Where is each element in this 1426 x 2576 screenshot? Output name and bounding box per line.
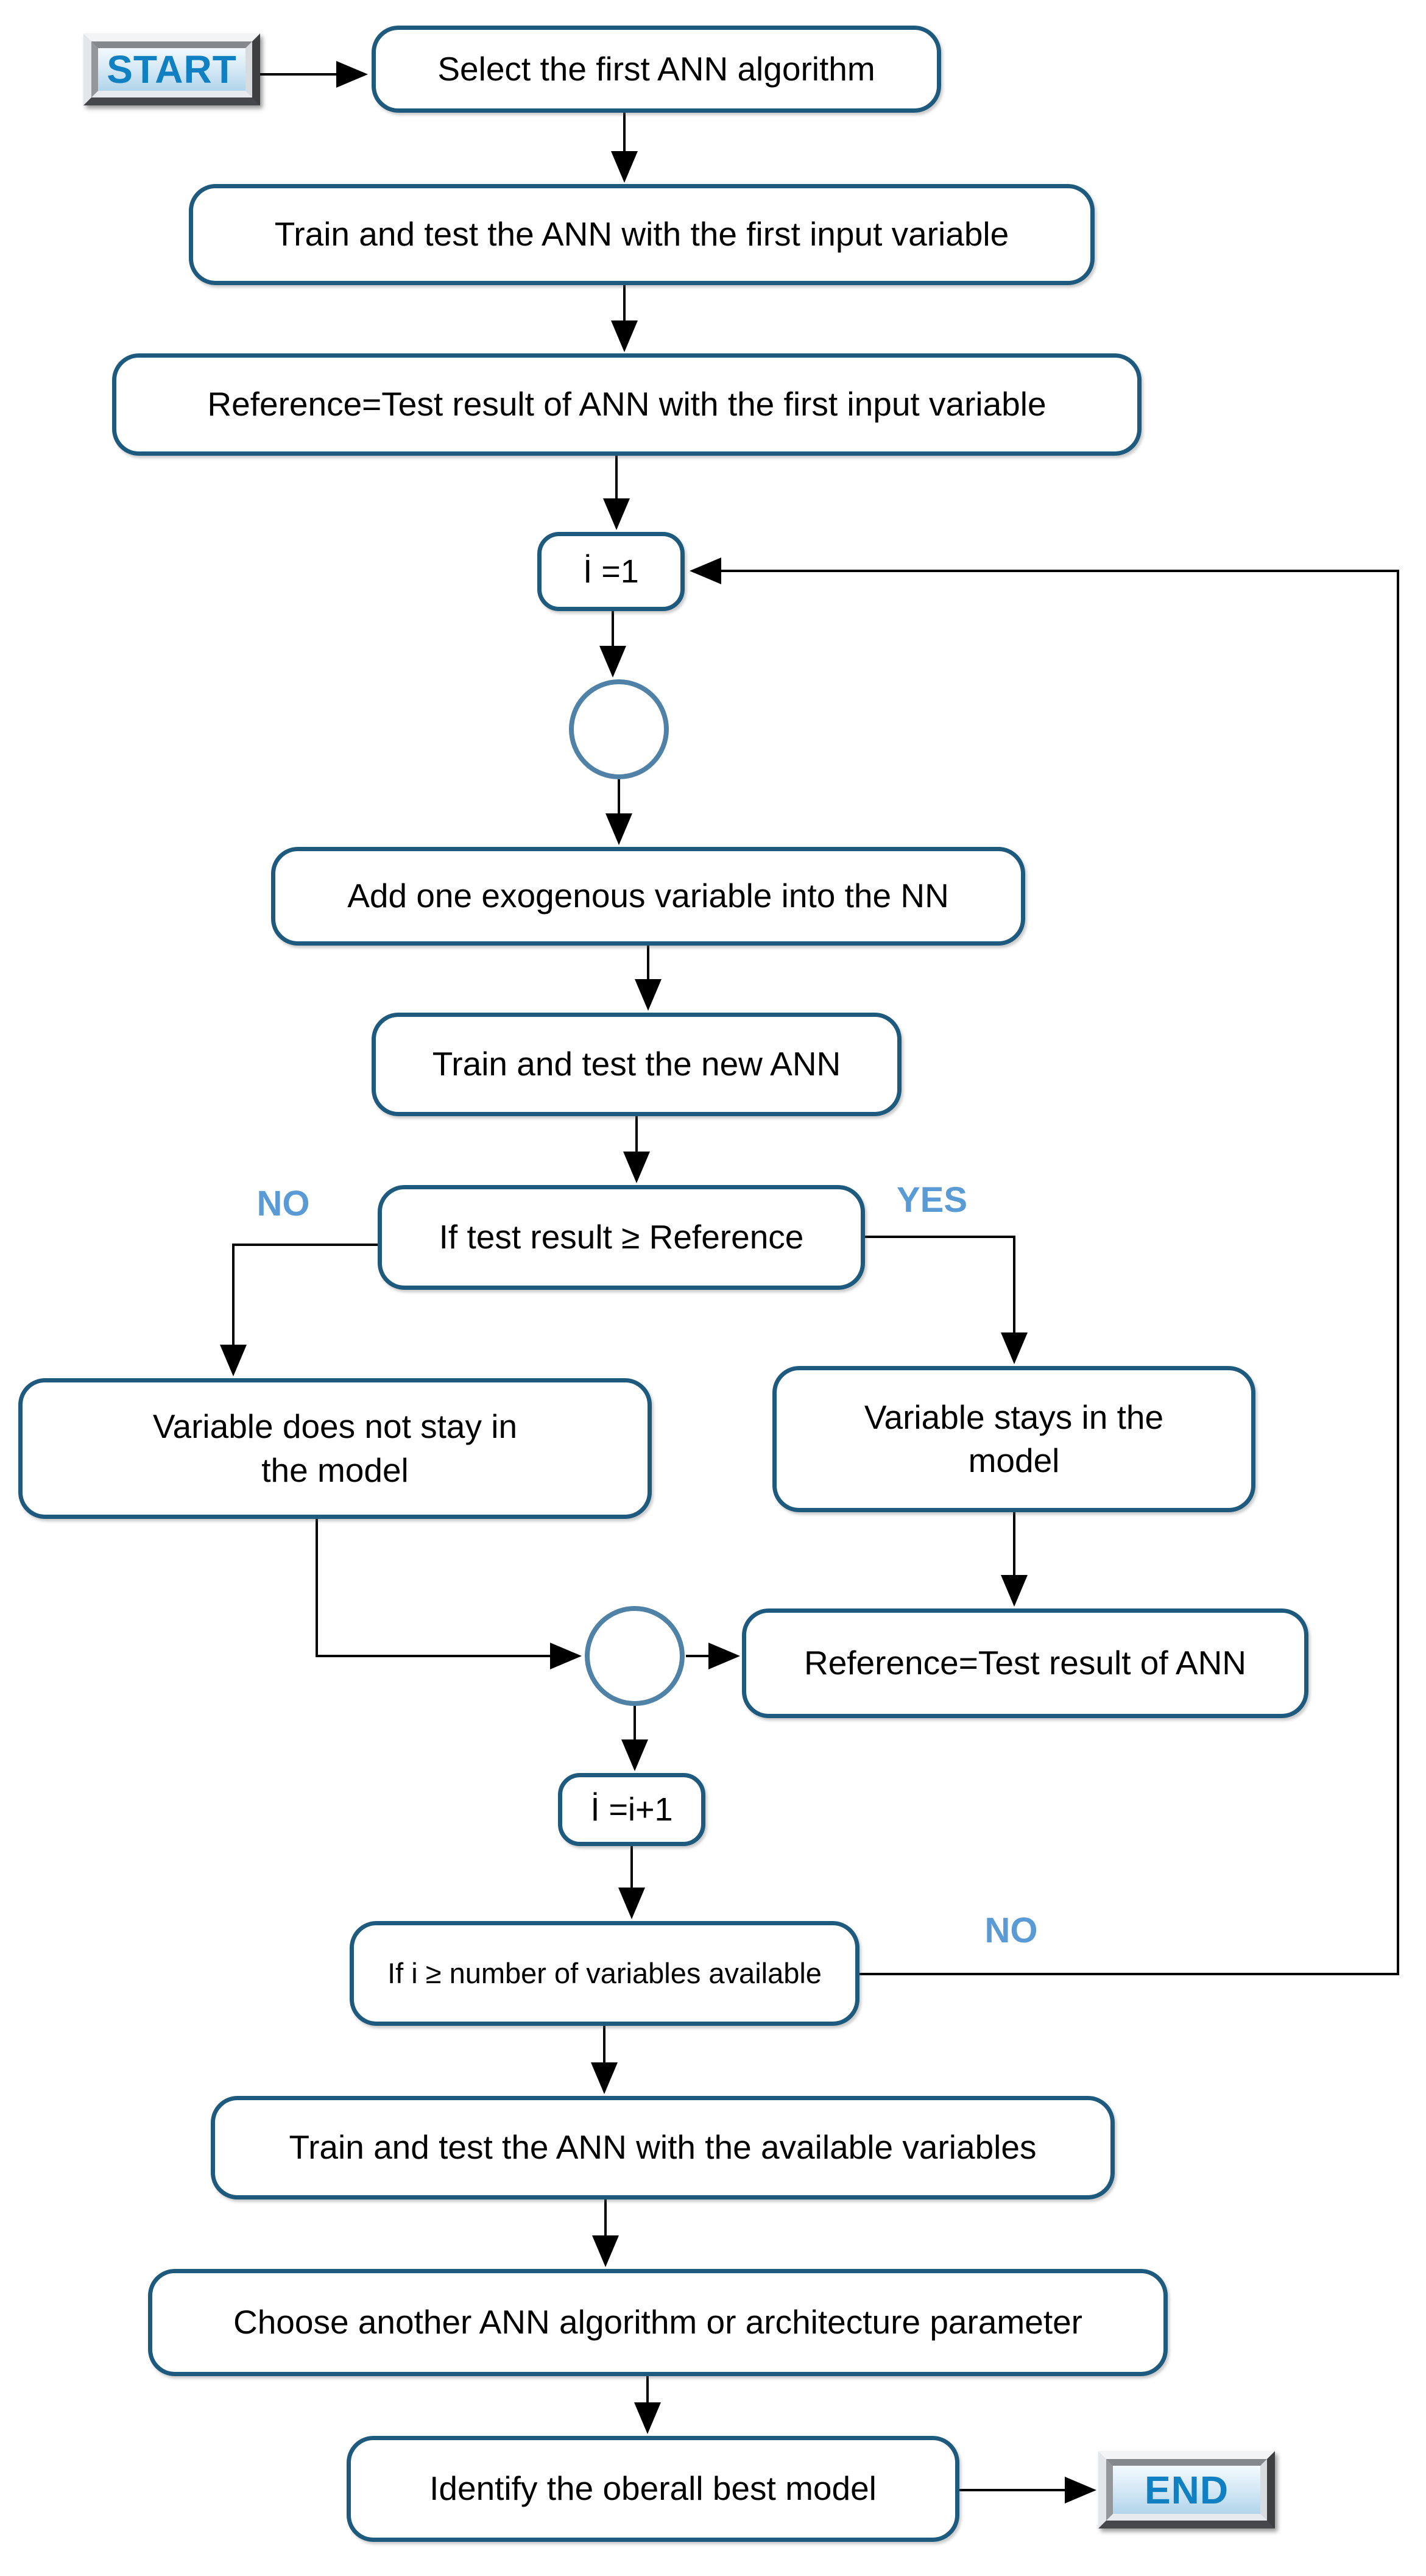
branch-label-no-second-decision: NO [984, 1911, 1038, 1950]
connector-loop-no-back-to-i-init [690, 557, 1399, 1975]
end-button: END [1098, 2451, 1275, 2528]
node-variable-does-not-stay: Variable does not stay in the model [18, 1378, 652, 1519]
node-i-increment: İ =i+1 [558, 1773, 705, 1846]
decision-test-result-vs-reference: If test result ≥ Reference [378, 1185, 865, 1290]
node-reference-first-input: Reference=Test result of ANN with the fi… [112, 353, 1142, 456]
loop-connector-circle-bottom [585, 1606, 685, 1706]
start-button-label: START [91, 41, 252, 97]
node-train-first-input: Train and test the ANN with the first in… [189, 184, 1095, 285]
loop-connector-circle-top [569, 679, 669, 779]
connector-decision-no-branch [220, 1244, 378, 1376]
node-train-available-variables: Train and test the ANN with the availabl… [211, 2096, 1115, 2199]
node-variable-stays: Variable stays in the model [772, 1366, 1255, 1512]
connector-not-stay-to-circle2 [316, 1519, 582, 1669]
node-choose-another-algorithm: Choose another ANN algorithm or architec… [148, 2269, 1168, 2376]
connector-decision-yes-branch [865, 1236, 1028, 1364]
node-train-new-ann: Train and test the new ANN [372, 1013, 902, 1116]
node-reference-update: Reference=Test result of ANN [742, 1608, 1308, 1718]
node-select-first-ann: Select the first ANN algorithm [372, 26, 941, 113]
node-identify-best-model: Identify the oberall best model [347, 2436, 959, 2542]
start-button: START [83, 34, 260, 105]
node-add-exogenous-variable: Add one exogenous variable into the NN [271, 847, 1025, 946]
branch-label-no-first-decision: NO [256, 1184, 310, 1223]
decision-i-vs-number-of-variables: If i ≥ number of variables available [350, 1921, 859, 2026]
end-button-label: END [1106, 2459, 1267, 2521]
node-i-equals-1: İ =1 [537, 532, 685, 611]
branch-label-yes-first-decision: YES [896, 1180, 968, 1220]
